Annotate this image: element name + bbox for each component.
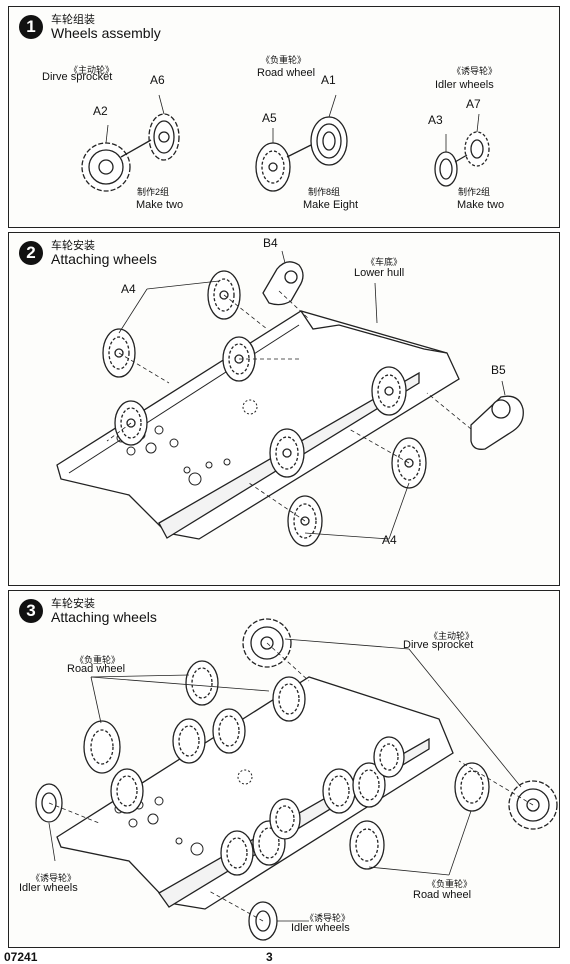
step-title-cn: 车轮组装 xyxy=(51,14,95,26)
part-label-b5: B5 xyxy=(491,363,506,377)
part-label-a7: A7 xyxy=(466,97,481,111)
idler-bottom-name-cn: 《诱导轮》 xyxy=(305,913,351,923)
sprocket-qty-cn: 制作2组 xyxy=(137,187,170,197)
road-wheel-qty-en: Make Eight xyxy=(303,199,359,211)
step-title-en: Attaching wheels xyxy=(51,251,157,267)
part-label-a1: A1 xyxy=(321,73,336,87)
step-number: 1 xyxy=(19,15,43,39)
idler-qty-en: Make two xyxy=(457,199,505,211)
idler-left-name-cn: 《诱导轮》 xyxy=(31,873,77,883)
lower-hull-name-cn: 《车底》 xyxy=(366,257,403,267)
road-wheel-name-en: Road wheel xyxy=(67,663,126,675)
road-wheel-name-en: Road wheel xyxy=(257,67,316,79)
road-wheel-qty-cn: 制作8组 xyxy=(308,187,341,197)
lower-hull-drawing xyxy=(56,250,524,547)
step-title-en: Wheels assembly xyxy=(51,25,161,41)
part-label-a2: A2 xyxy=(93,104,108,118)
part-label-a6: A6 xyxy=(150,73,165,87)
idler-a3-illustration xyxy=(434,151,458,187)
idler-name-cn: 《诱导轮》 xyxy=(452,66,498,76)
step-title-cn: 车轮安装 xyxy=(51,598,95,610)
road-wheel-bottom-name-en: Road wheel xyxy=(413,889,472,901)
part-label-a5: A5 xyxy=(262,111,277,125)
sprocket-a2-illustration xyxy=(81,142,131,192)
road-wheel-name-cn: 《负重轮》 xyxy=(261,55,307,65)
lower-hull-name-en: Lower hull xyxy=(354,267,405,279)
idler-bottom-name-en: Idler wheels xyxy=(291,922,350,934)
idler-bracket-b4-illustration xyxy=(262,261,304,306)
road-wheel-name-cn: 《负重轮》 xyxy=(75,655,121,665)
road-wheel-a1-illustration xyxy=(310,116,348,166)
step-title-en: Attaching wheels xyxy=(51,609,157,625)
installed-road-wheels xyxy=(83,660,490,876)
sprocket-qty-en: Make two xyxy=(136,199,184,211)
step-2-panel: 2 车轮安装 Attaching wheels xyxy=(8,232,560,586)
step-number: 3 xyxy=(19,599,43,623)
step-3-panel: 3 车轮安装 Attaching wheels xyxy=(8,590,560,948)
part-label-a4-bottom: A4 xyxy=(382,533,397,547)
idler-name-en: Idler wheels xyxy=(435,79,494,91)
sprocket-name-en: Dirve sprocket xyxy=(403,639,474,651)
page-number: 3 xyxy=(266,950,273,964)
step-1-panel: 1 车轮组装 Wheels assembly xyxy=(8,6,560,228)
manual-code: 07241 xyxy=(4,950,38,964)
sprocket-name-en: Dirve sprocket xyxy=(42,71,113,83)
step-number: 2 xyxy=(19,241,43,265)
idler-a7-illustration xyxy=(464,131,490,167)
sprocket-name-cn: 《主动轮》 xyxy=(429,631,475,641)
wheels-installed-drawing xyxy=(35,618,558,941)
wheels-assembly-drawing xyxy=(81,94,490,192)
part-label-a3: A3 xyxy=(428,113,443,127)
step-title-cn: 车轮安装 xyxy=(51,240,95,252)
sprocket-a6-illustration xyxy=(148,113,180,161)
idler-left-name-en: Idler wheels xyxy=(19,882,78,894)
sprocket-name-cn: 《主动轮》 xyxy=(69,65,115,75)
idler-qty-cn: 制作2组 xyxy=(458,187,491,197)
part-label-b4: B4 xyxy=(263,236,278,250)
part-label-a4-top: A4 xyxy=(121,282,136,296)
road-wheel-bottom-name-cn: 《负重轮》 xyxy=(427,879,473,889)
road-wheel-a5-illustration xyxy=(255,142,291,192)
